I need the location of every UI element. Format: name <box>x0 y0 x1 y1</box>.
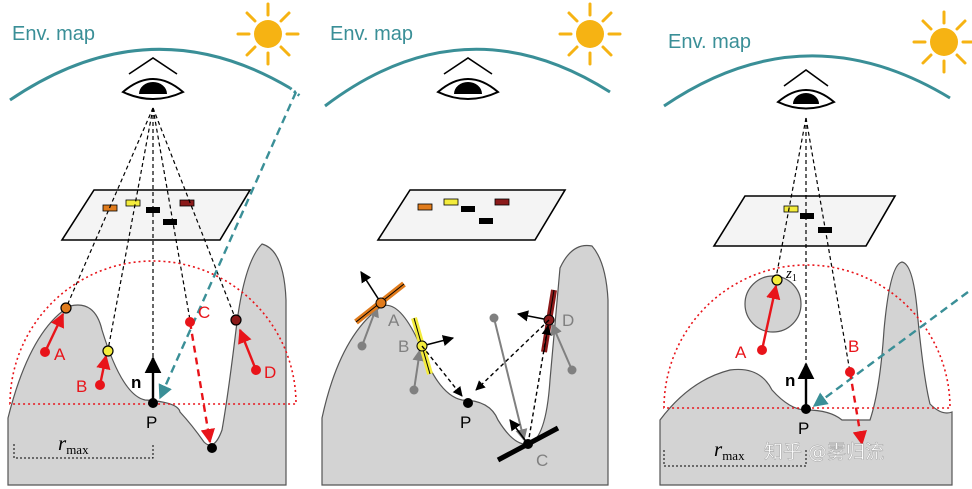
grey-arrow-a <box>361 304 379 347</box>
terrain <box>321 244 609 486</box>
surfel-a <box>375 297 387 309</box>
sample-arrow-a <box>760 284 781 351</box>
panel-2: Env. map <box>321 2 622 486</box>
sample-d <box>251 365 261 375</box>
z1-label: z1 <box>785 266 797 284</box>
env-map-arc <box>9 47 291 102</box>
point-p <box>463 398 473 408</box>
view-rays <box>65 107 237 402</box>
point-p <box>148 398 158 408</box>
panel-3: Env. map <box>659 10 972 486</box>
label-d: D <box>562 311 574 330</box>
label-b: B <box>848 337 859 356</box>
grey-sample-b <box>409 385 419 395</box>
label-d: D <box>264 363 276 382</box>
sample-b <box>95 380 105 390</box>
grey-arrow-d <box>550 322 573 371</box>
occluder-c <box>207 443 217 453</box>
label-c: C <box>536 451 548 470</box>
grey-sample-d <box>567 365 577 375</box>
sun-icon <box>236 2 300 66</box>
normal-a <box>360 271 382 304</box>
projected-b <box>102 345 114 357</box>
patch-yellow <box>125 199 141 207</box>
point-label: P <box>798 419 809 438</box>
eye-icon <box>436 57 500 100</box>
point-label: P <box>146 413 157 432</box>
patch-black <box>800 213 814 219</box>
grey-arrow-b <box>412 348 425 391</box>
env-map-label: Env. map <box>330 23 413 45</box>
patch-orange <box>417 203 433 211</box>
watermark: 知乎 @雾归流 <box>764 441 884 463</box>
env-map-arc <box>324 47 611 108</box>
env-map-label: Env. map <box>668 31 751 53</box>
hit-z1 <box>771 274 783 286</box>
sample-arrow-c <box>188 321 215 444</box>
projected-a <box>60 302 72 314</box>
sample-a <box>757 345 767 355</box>
rmax-bracket <box>13 444 154 459</box>
patch-black-2 <box>479 218 493 224</box>
patch-darkred <box>494 198 510 206</box>
rmax-label: rmax <box>714 437 745 463</box>
sun-icon <box>558 2 622 66</box>
panel-1: Env. map <box>7 2 301 486</box>
normal-label: n <box>785 371 795 390</box>
label-a: A <box>54 345 66 364</box>
image-plane <box>712 195 897 247</box>
sample-arrow-a <box>43 312 65 353</box>
image-plane <box>376 189 567 241</box>
terrain <box>659 261 953 486</box>
eye-icon <box>776 69 836 110</box>
normal-label: n <box>131 373 141 392</box>
view-rays <box>775 117 851 408</box>
ray-b-to-p <box>421 345 463 397</box>
patch-yellow <box>443 198 459 206</box>
label-a: A <box>735 343 747 362</box>
env-map-arc <box>663 54 951 108</box>
sample-c <box>185 317 195 327</box>
patch-yellow <box>783 205 799 213</box>
label-b: B <box>398 337 409 356</box>
patch-darkred <box>179 199 195 207</box>
grey-sample-a <box>357 341 367 351</box>
patch-black-2 <box>163 219 177 225</box>
image-plane <box>60 189 252 241</box>
terrain <box>7 243 287 486</box>
sample-b <box>845 367 855 377</box>
sun-icon <box>912 10 972 74</box>
env-ray-dashed <box>158 91 298 400</box>
env-map-label: Env. map <box>12 23 95 45</box>
label-a: A <box>388 311 400 330</box>
sample-a <box>40 347 50 357</box>
point-label: P <box>460 413 471 432</box>
projected-d <box>230 314 242 326</box>
patch-black <box>461 206 475 212</box>
ray-c-to-d <box>527 325 552 445</box>
sample-arrow-d <box>238 328 258 371</box>
label-c: C <box>198 303 210 322</box>
env-ray-dashed <box>812 291 969 407</box>
point-p <box>801 404 811 414</box>
ray-d-to-p <box>475 319 550 391</box>
rmax-label: rmax <box>58 431 89 457</box>
rmax-bracket <box>663 450 807 467</box>
eye-icon <box>121 57 185 100</box>
grey-sample-c <box>489 313 499 323</box>
sample-arrow-b <box>848 371 867 446</box>
label-b: B <box>76 377 87 396</box>
